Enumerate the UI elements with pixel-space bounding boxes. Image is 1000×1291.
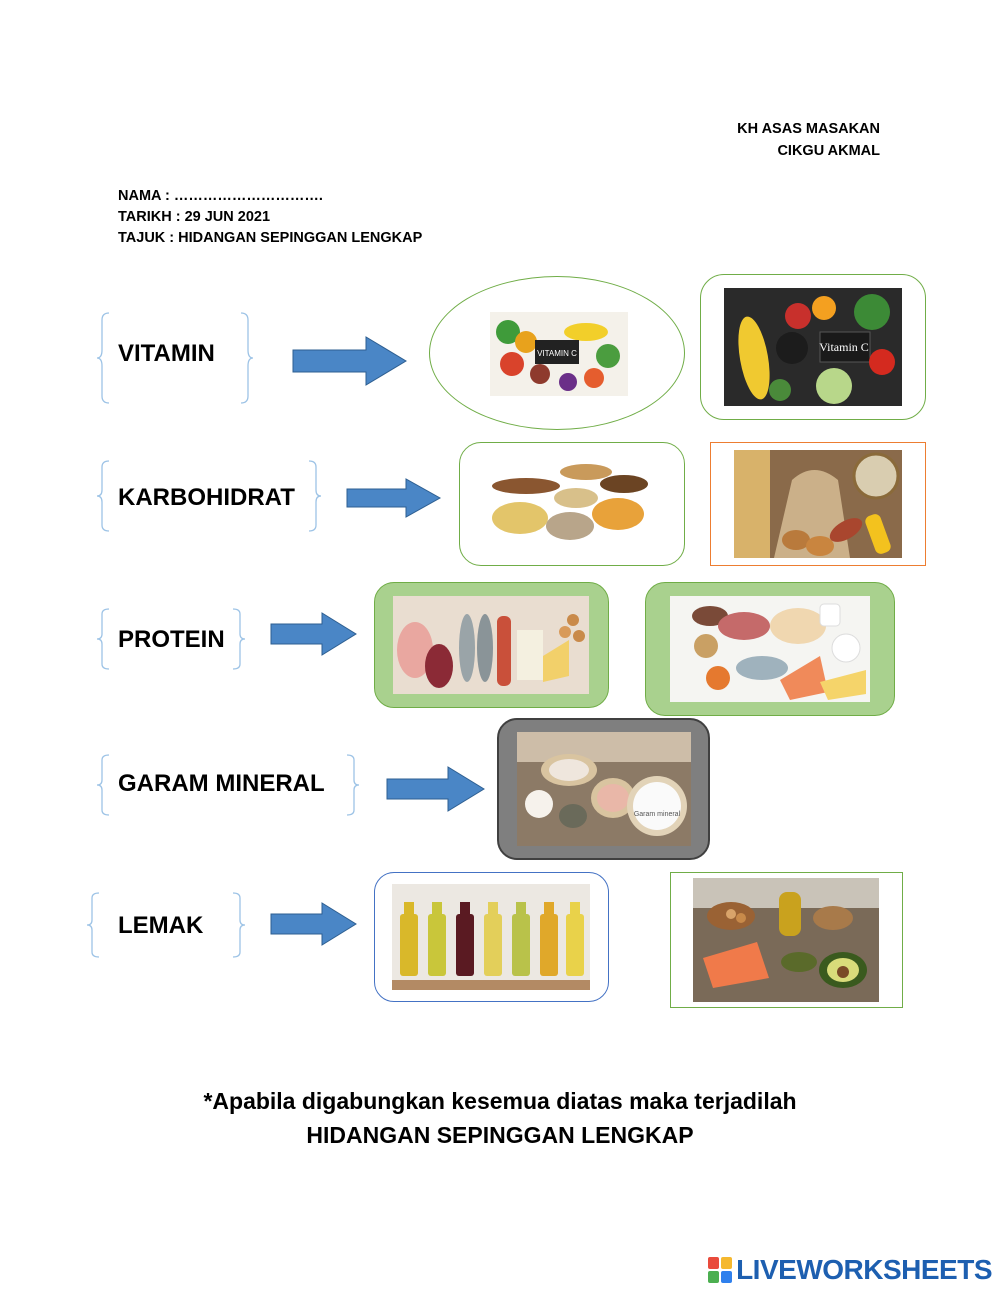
mineral-salt-image: Garam mineral (517, 732, 691, 846)
image-frame-square (670, 872, 903, 1008)
nutrient-label-protein: PROTEIN (118, 626, 225, 653)
fat-food-image (693, 878, 879, 1002)
arrow-right-icon (346, 478, 442, 518)
date-text: TARIKH : 29 JUN 2021 (118, 209, 271, 225)
topic-text: TAJUK : HIDANGAN SEPINGGAN LENGKAP (118, 230, 423, 246)
protein-food-image-2 (670, 596, 870, 702)
left-brace-icon (96, 608, 110, 670)
image-caption: Garam mineral (634, 811, 681, 818)
image-frame-rounded (700, 274, 926, 420)
nutrient-label-karbohidrat: KARBOHIDRAT (118, 484, 295, 511)
image-frame-rounded (459, 442, 685, 566)
vitamin-food-image-2: Vitamin C (724, 288, 902, 406)
name-field[interactable]: NAMA : …………………………. (118, 188, 323, 204)
arrow-right-icon (270, 902, 358, 946)
nutrient-label-lemak: LEMAK (118, 912, 204, 939)
liveworksheets-logo-icon (708, 1257, 733, 1283)
right-brace-icon (346, 754, 360, 816)
carbohydrate-food-image-2 (734, 450, 902, 558)
oil-bottles-image (392, 884, 590, 990)
image-caption: VITAMIN C (537, 349, 577, 358)
image-frame-rounded (374, 872, 609, 1002)
footer-line-1: *Apabila digabungkan kesemua diatas maka… (203, 1088, 797, 1114)
right-brace-icon (240, 312, 254, 404)
image-frame-square (710, 442, 926, 566)
subject-title: KH ASAS MASAKAN (737, 121, 880, 137)
image-frame-oval (429, 276, 685, 430)
right-brace-icon (232, 608, 246, 670)
nutrient-label-vitamin: VITAMIN (118, 340, 215, 367)
header-right: KH ASAS MASAKAN CIKGU AKMAL (737, 118, 880, 162)
protein-food-image (393, 596, 589, 694)
left-brace-icon (96, 460, 110, 532)
header-left: NAMA : …………………………. TARIKH : 29 JUN 2021 … (118, 186, 422, 249)
left-brace-icon (86, 892, 100, 958)
right-brace-icon (232, 892, 246, 958)
arrow-right-icon (292, 336, 408, 386)
footer-note: *Apabila digabungkan kesemua diatas maka… (0, 1084, 1000, 1152)
arrow-right-icon (270, 612, 358, 656)
brand-logo[interactable]: LIVEWORKSHEETS (708, 1254, 992, 1286)
teacher-name: CIKGU AKMAL (777, 143, 880, 159)
image-caption: Vitamin C (819, 340, 869, 354)
left-brace-icon (96, 312, 110, 404)
left-brace-icon (96, 754, 110, 816)
carbohydrate-food-image (486, 456, 656, 552)
nutrient-label-garam-mineral: GARAM MINERAL (118, 770, 325, 797)
right-brace-icon (308, 460, 322, 532)
brand-name: LIVEWORKSHEETS (736, 1254, 992, 1285)
arrow-right-icon (386, 766, 486, 812)
vitamin-food-image: VITAMIN C (490, 312, 628, 396)
footer-line-2: HIDANGAN SEPINGGAN LENGKAP (306, 1122, 694, 1148)
